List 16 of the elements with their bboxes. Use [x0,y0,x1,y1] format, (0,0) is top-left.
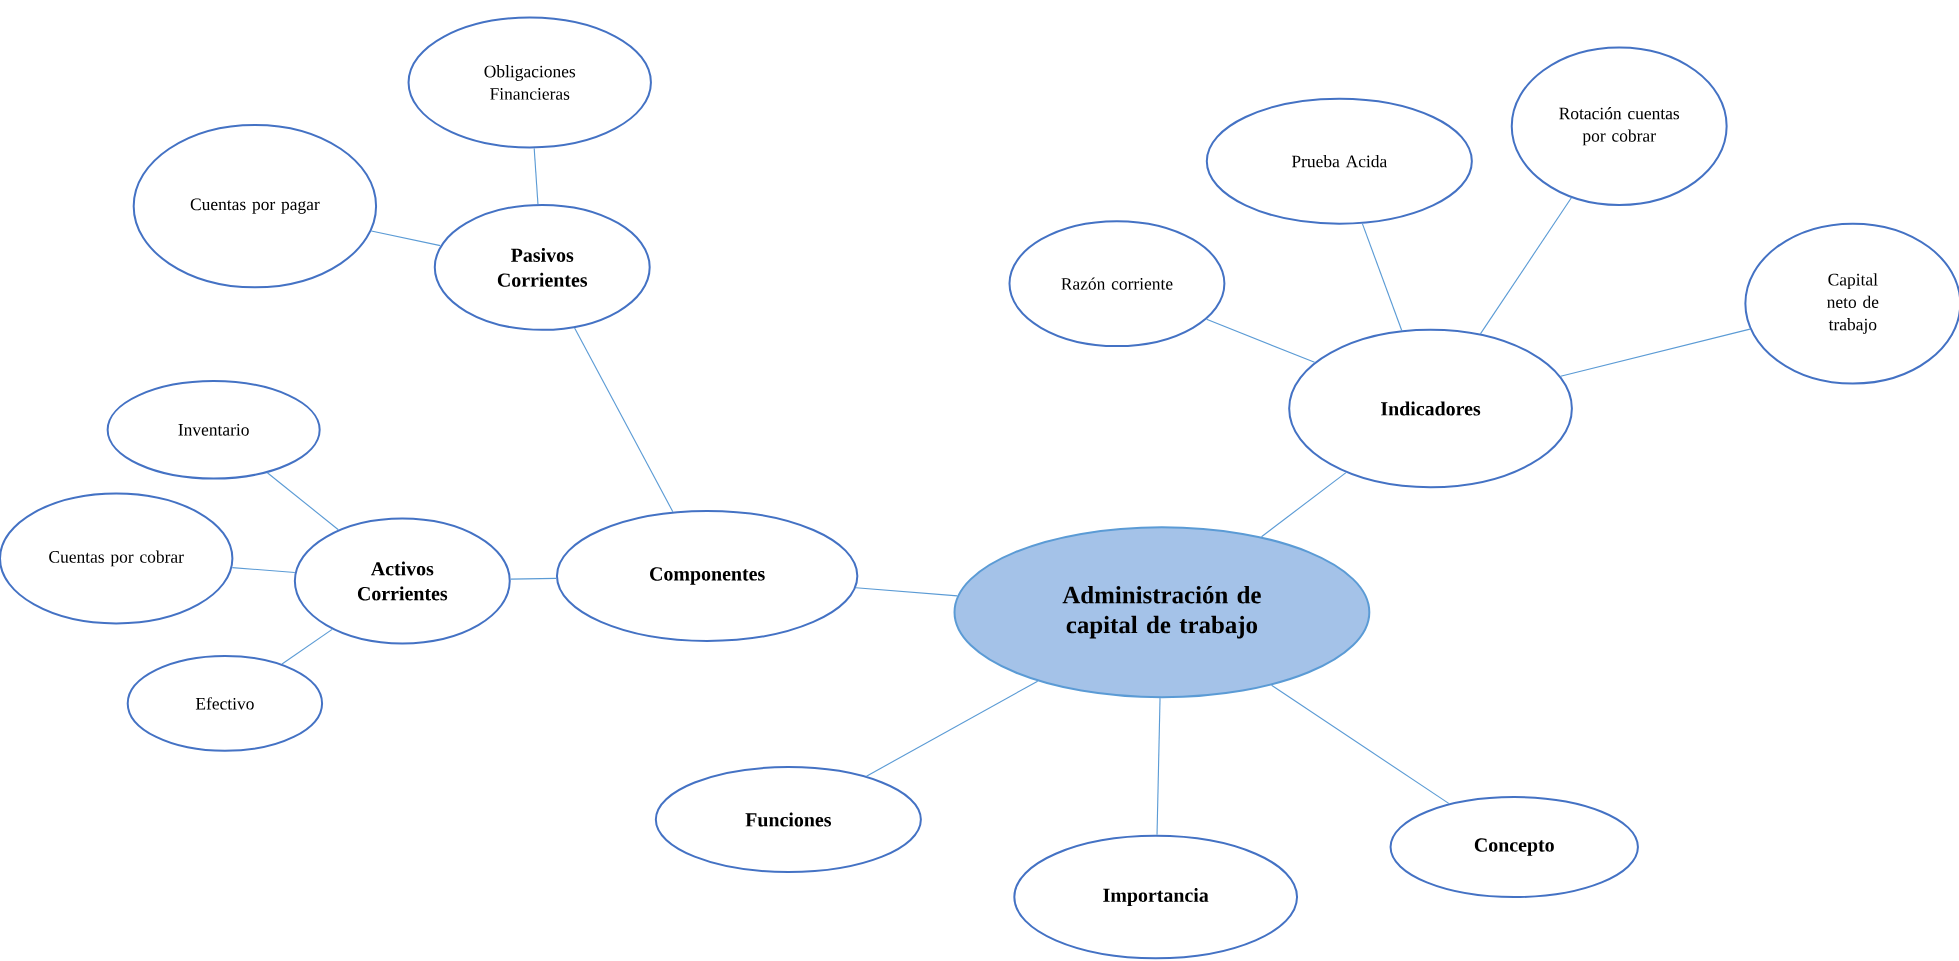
connector-line [1156,697,1161,836]
connector-line [855,587,958,597]
connector-line [281,628,333,665]
connector-line [1361,223,1403,332]
connector-line [1560,328,1751,377]
connector-line [865,680,1039,777]
connector-line [1271,684,1450,805]
connector-line [1206,318,1316,363]
connector-line [533,147,539,205]
connector-line [574,327,674,513]
connector-line [1479,197,1572,335]
connector-line [1260,472,1347,538]
connector-line [510,578,557,580]
connector-line [231,567,296,574]
connector-line [370,230,441,247]
connector-line [266,472,339,531]
